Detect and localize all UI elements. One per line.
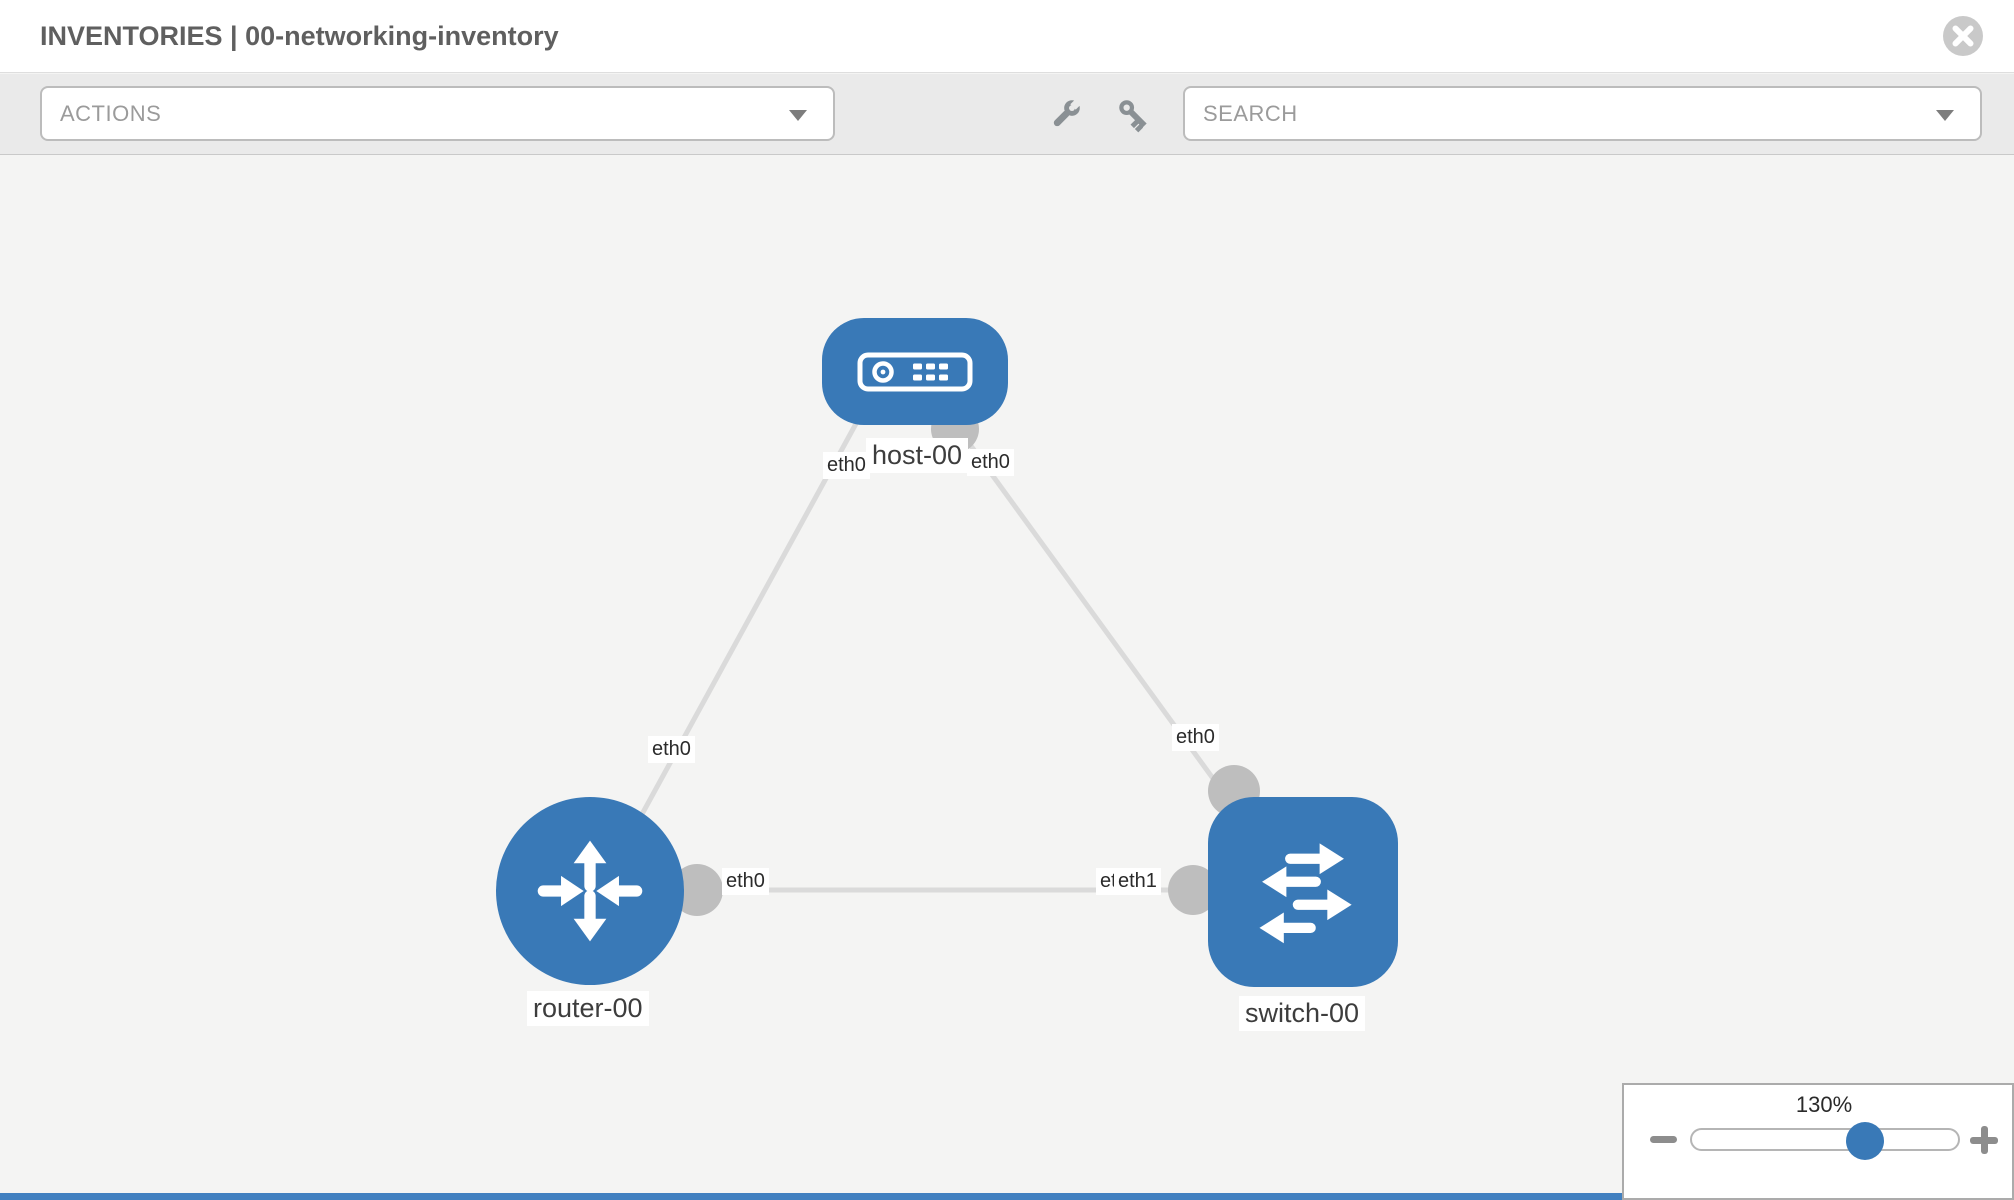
tools-button[interactable]: [1047, 95, 1085, 133]
iface-label-host-left: eth0: [823, 452, 870, 479]
zoom-slider-thumb[interactable]: [1846, 1122, 1884, 1160]
chevron-down-icon: [789, 110, 807, 121]
node-label-router: router-00: [527, 991, 649, 1026]
iface-label-mid-eth1: eth1: [1114, 868, 1161, 895]
node-label-switch: switch-00: [1239, 996, 1366, 1031]
zoom-out-button[interactable]: [1650, 1136, 1677, 1143]
node-switch-00[interactable]: [1208, 797, 1398, 987]
zoom-slider-track[interactable]: [1690, 1128, 1960, 1151]
actions-dropdown[interactable]: ACTIONS: [40, 86, 835, 141]
page-title: INVENTORIES | 00-networking-inventory: [40, 21, 559, 51]
search-dropdown-label: SEARCH: [1203, 100, 1298, 126]
node-router-00[interactable]: [496, 797, 684, 985]
zoom-in-button[interactable]: [1970, 1126, 1998, 1154]
iface-label-router-upper: eth0: [648, 736, 695, 763]
credentials-button[interactable]: [1114, 95, 1152, 133]
node-host-00[interactable]: [822, 318, 1008, 425]
zoom-level-value: 130%: [1795, 1092, 1853, 1117]
zoom-panel: 130%: [1622, 1083, 2014, 1200]
bottom-accent-bar: [0, 1193, 1632, 1200]
search-dropdown[interactable]: SEARCH: [1183, 86, 1982, 141]
iface-label-mid-router: eth0: [722, 868, 769, 895]
key-icon: [1119, 100, 1147, 133]
wrench-icon: [1053, 97, 1083, 127]
switch-icon: [1259, 843, 1352, 944]
modal-header: INVENTORIES | 00-networking-inventory: [0, 0, 2014, 73]
host-icon: [857, 352, 973, 391]
node-label-host: host-00: [866, 438, 969, 473]
topology-canvas[interactable]: [0, 155, 2014, 1200]
router-icon: [537, 840, 643, 942]
close-button[interactable]: [1941, 14, 1985, 58]
chevron-down-icon: [1936, 110, 1954, 121]
iface-label-switch-upper: eth0: [1172, 724, 1219, 751]
actions-dropdown-label: ACTIONS: [60, 100, 162, 126]
close-icon: [1943, 16, 1983, 56]
toolbar: ACTIONS SEARCH: [0, 74, 2014, 155]
iface-label-host-right: eth0: [967, 449, 1014, 476]
